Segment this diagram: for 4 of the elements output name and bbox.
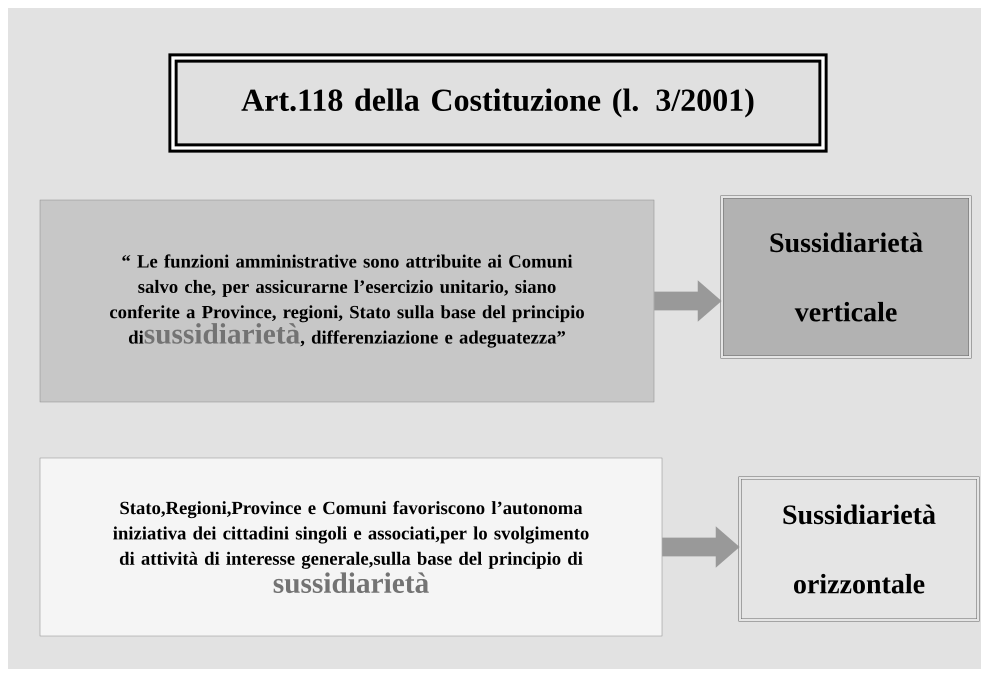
text-box: Stato,Regioni,Province e Comuni favoriscono l’autonoma iniziativa dei cittadini singoli e associati,per lo svolgimento di attività di interesse generale,sulla base del principio di sussidiarietà: [40, 458, 662, 636]
title-box: Art.118 della Costituzione (l. 3/2001): [168, 53, 828, 153]
label-box: Sussidiarietà verticale: [720, 195, 972, 359]
label-box: Sussidiarietà orizzontale: [738, 476, 980, 622]
